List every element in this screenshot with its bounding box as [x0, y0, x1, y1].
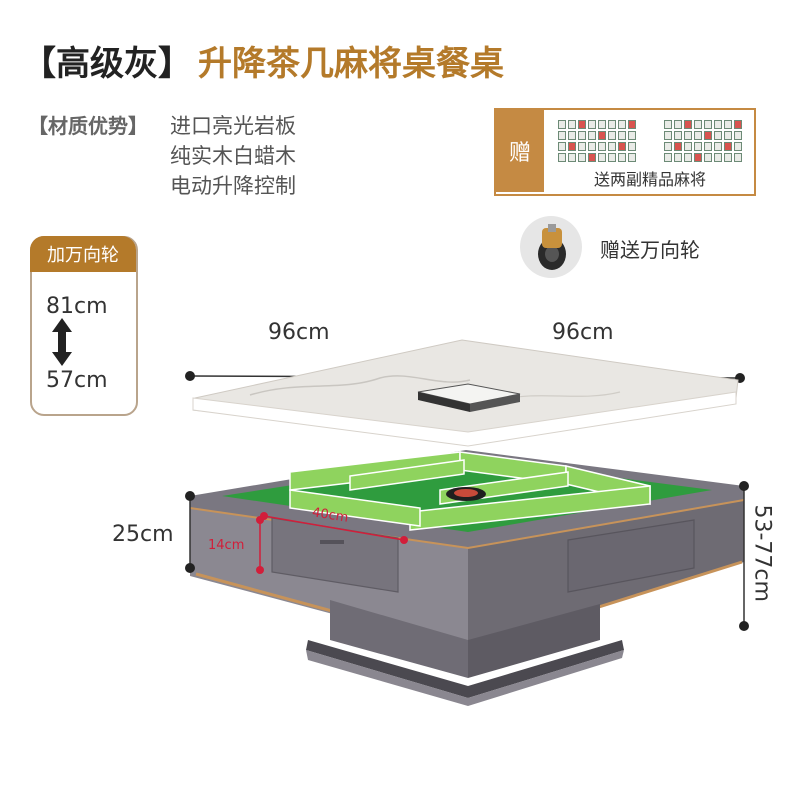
mahjong-tile: [618, 153, 626, 162]
lift-range-label: 53-77cm: [749, 504, 775, 602]
height-max: 81cm: [46, 294, 108, 319]
mahjong-tile: [704, 142, 712, 151]
mahjong-tile: [734, 131, 742, 140]
title-bracket-text: 【高级灰】: [22, 44, 192, 84]
mahjong-tile: [598, 131, 606, 140]
mahjong-tile: [684, 120, 692, 129]
mahjong-tile: [578, 131, 586, 140]
mahjong-tile: [628, 142, 636, 151]
mahjong-tile: [598, 142, 606, 151]
mahjong-tile: [578, 153, 586, 162]
mahjong-set-image: [664, 120, 742, 162]
mahjong-tile: [628, 153, 636, 162]
mahjong-tile: [568, 120, 576, 129]
mahjong-tile: [618, 142, 626, 151]
mahjong-tile: [568, 131, 576, 140]
gift-caption: 送两副精品麻将: [593, 170, 706, 189]
mahjong-tile: [558, 142, 566, 151]
mahjong-tile: [714, 153, 722, 162]
mahjong-tile: [578, 120, 586, 129]
title-main-text: 升降茶几麻将桌餐桌: [198, 44, 504, 84]
mahjong-tile: [568, 142, 576, 151]
mahjong-tile: [704, 153, 712, 162]
mahjong-tile: [628, 131, 636, 140]
mahjong-tile: [734, 142, 742, 151]
mahjong-tile: [608, 153, 616, 162]
mahjong-tile: [684, 153, 692, 162]
height-badge-tag: 加万向轮: [30, 236, 136, 272]
features-label: 【材质优势】: [28, 114, 148, 138]
mahjong-tile: [694, 131, 702, 140]
mahjong-tile: [704, 131, 712, 140]
mahjong-tile: [558, 120, 566, 129]
mahjong-tile: [714, 142, 722, 151]
mahjong-tile: [588, 153, 596, 162]
mahjong-tile: [694, 120, 702, 129]
mahjong-tile: [558, 131, 566, 140]
feature-item: 纯实木白蜡木: [170, 144, 296, 168]
mahjong-tile: [724, 153, 732, 162]
page-title: 【高级灰】升降茶几麻将桌餐桌: [22, 44, 504, 84]
mahjong-tile: [578, 142, 586, 151]
mahjong-tile: [734, 120, 742, 129]
mahjong-tile: [674, 142, 682, 151]
mahjong-tile: [664, 131, 672, 140]
mahjong-tile: [694, 142, 702, 151]
mahjong-tile: [618, 131, 626, 140]
mahjong-tile: [724, 120, 732, 129]
mahjong-tile: [674, 153, 682, 162]
mahjong-tile: [608, 142, 616, 151]
feature-item: 进口亮光岩板: [170, 114, 296, 138]
mahjong-tile: [724, 142, 732, 151]
mahjong-tile: [598, 153, 606, 162]
width-right-label: 96cm: [552, 320, 614, 345]
mahjong-tile: [588, 142, 596, 151]
drawer-height-label: 25cm: [112, 522, 174, 547]
mahjong-tile: [724, 131, 732, 140]
mahjong-tile: [684, 142, 692, 151]
mahjong-set-image: [558, 120, 636, 162]
height-min: 57cm: [46, 368, 108, 393]
mahjong-tile: [608, 131, 616, 140]
gift-badge: 赠: [496, 110, 544, 192]
drawer-depth-label: 14cm: [208, 538, 245, 553]
up-down-arrow-icon: [52, 318, 72, 366]
mahjong-tile: [568, 153, 576, 162]
mahjong-tile: [684, 131, 692, 140]
mahjong-tile: [734, 153, 742, 162]
mahjong-tile: [694, 153, 702, 162]
mahjong-tile: [664, 153, 672, 162]
width-left-label: 96cm: [268, 320, 330, 345]
mahjong-tile: [664, 120, 672, 129]
mahjong-tile: [674, 120, 682, 129]
mahjong-tile: [588, 131, 596, 140]
mahjong-tile: [674, 131, 682, 140]
mahjong-tile: [558, 153, 566, 162]
mahjong-tile: [664, 142, 672, 151]
mahjong-tile: [628, 120, 636, 129]
feature-item: 电动升降控制: [170, 174, 296, 198]
mahjong-tile: [704, 120, 712, 129]
mahjong-tile: [598, 120, 606, 129]
caster-wheel-image: [520, 216, 582, 278]
mahjong-tile: [714, 131, 722, 140]
mahjong-tile: [714, 120, 722, 129]
wheel-label: 赠送万向轮: [600, 238, 700, 262]
mahjong-tile: [588, 120, 596, 129]
mahjong-tile: [608, 120, 616, 129]
mahjong-tile: [618, 120, 626, 129]
